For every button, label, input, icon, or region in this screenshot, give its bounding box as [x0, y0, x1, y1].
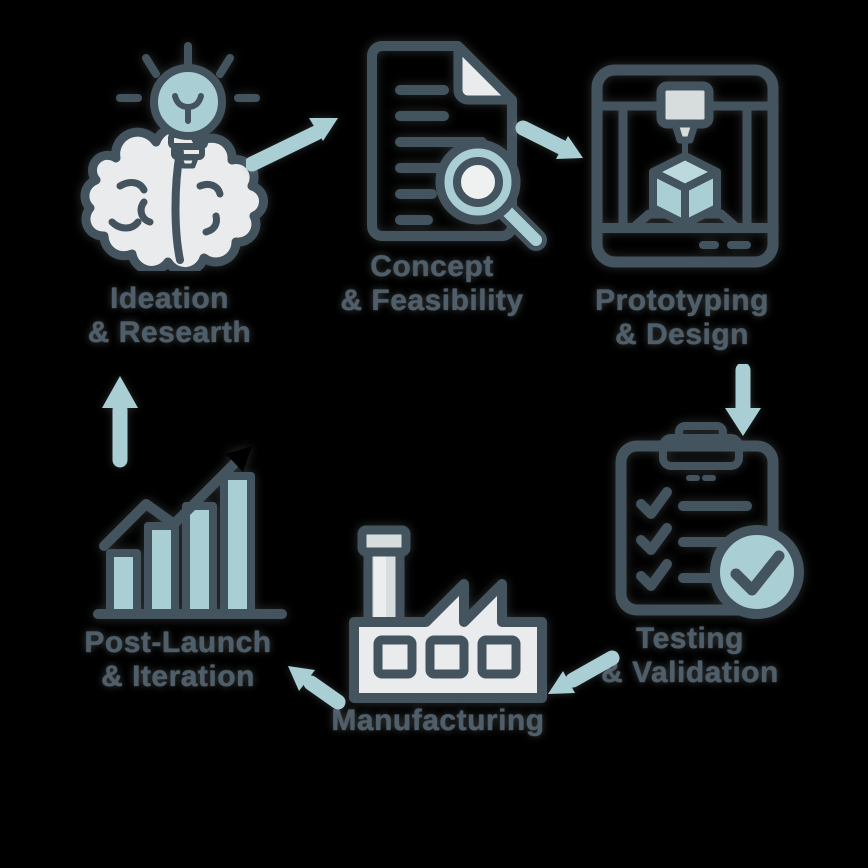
stage-label-line: & Feasibility [340, 284, 524, 317]
3d-printer-icon [591, 64, 779, 268]
arrow-prototyping-to-testing-icon [725, 364, 761, 436]
stage-label-line: Testing [636, 622, 744, 655]
brain-lightbulb-icon [80, 42, 268, 271]
stage-label-line: & Validation [601, 656, 779, 689]
stage-manufacturing [338, 522, 558, 707]
arrow-manufacturing-to-postlaunch-icon [288, 666, 346, 710]
stage-prototyping-design [585, 60, 785, 275]
arrow-testing-to-manufacturing-icon [548, 650, 620, 694]
stage-label-post-launch-iteration: Post-Launch & Iteration [58, 626, 298, 694]
stage-label-line: & Researth [87, 316, 252, 349]
stage-label-line: Concept [370, 250, 494, 283]
stage-label-testing-validation: Testing & Validation [570, 622, 810, 690]
stage-label-manufacturing: Manufacturing [308, 704, 568, 738]
stage-label-line: Ideation [109, 282, 229, 315]
stage-label-line: Manufacturing [331, 704, 545, 737]
stage-label-line: & Design [614, 318, 750, 351]
clipboard-checklist-icon [615, 422, 804, 619]
arrow-concept-to-prototyping-icon [515, 120, 583, 159]
stage-label-prototyping-design: Prototyping & Design [562, 284, 802, 352]
stage-label-line: Post-Launch [84, 626, 272, 659]
arrow-postlaunch-to-ideation-icon [102, 376, 138, 468]
stage-label-concept-feasibility: Concept & Feasibility [312, 250, 552, 318]
arrow-ideation-to-concept-icon [246, 118, 338, 172]
stage-testing-validation [605, 420, 810, 625]
stage-ideation [68, 36, 268, 271]
bar-chart-growth-icon [93, 446, 287, 619]
stage-label-ideation: Ideation & Researth [52, 282, 287, 350]
document-magnifier-icon [367, 41, 547, 251]
stage-label-line: & Iteration [101, 660, 255, 693]
stage-post-launch-iteration [90, 438, 290, 628]
stage-concept-feasibility [340, 34, 550, 259]
factory-icon [349, 525, 547, 703]
stage-label-line: Prototyping [595, 284, 769, 317]
